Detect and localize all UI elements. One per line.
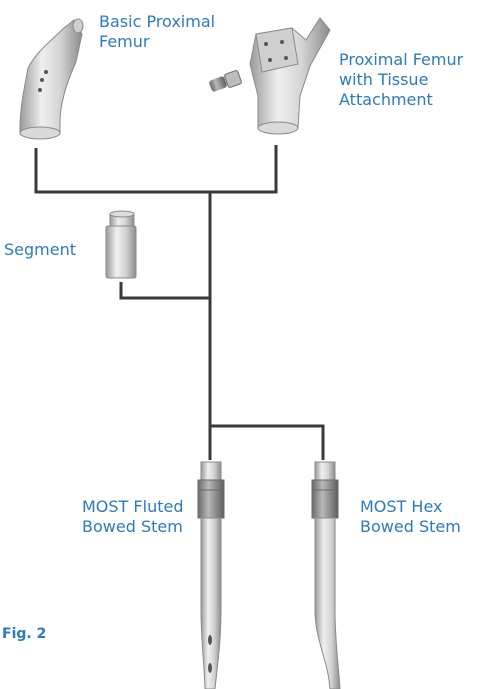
segment-image (105, 210, 137, 279)
label-proximal-femur-tissue-attachment: Proximal Femur with Tissue Attachment (339, 50, 464, 109)
tissue-screw-image (209, 70, 242, 92)
label-segment: Segment (4, 240, 76, 259)
label-most-hex-bowed-stem: MOST Hex Bowed Stem (360, 497, 461, 536)
most-fluted-bowed-stem-image (197, 461, 225, 689)
basic-proximal-femur-image (19, 18, 84, 140)
most-hex-bowed-stem-image (311, 461, 341, 689)
figure-label: Fig. 2 (2, 626, 47, 642)
label-most-fluted-bowed-stem: MOST Fluted Bowed Stem (82, 497, 184, 536)
proximal-femur-tissue-attachment-image (209, 17, 331, 135)
connector-lines (34, 145, 325, 460)
label-basic-proximal-femur: Basic Proximal Femur (99, 12, 216, 51)
